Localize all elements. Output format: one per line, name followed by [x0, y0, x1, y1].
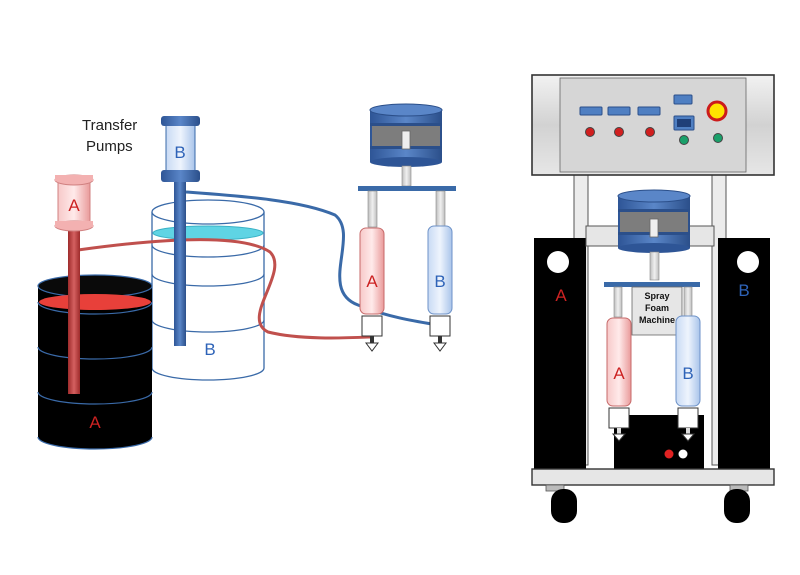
machine-label-line1: Spray: [644, 291, 669, 301]
hose-a: [77, 238, 371, 340]
transfer-pumps-label-line1: Transfer: [82, 117, 137, 134]
wheel-icon: [724, 489, 750, 523]
machine-cylinder-b-label: B: [682, 364, 693, 383]
indicator-light-icon: [645, 127, 655, 137]
switch-icon: [637, 106, 661, 116]
drum-b-label: B: [204, 340, 215, 359]
indicator-light-icon: [614, 127, 624, 137]
proportioner-unit: A B: [358, 103, 456, 352]
spray-foam-machine: A B S: [531, 74, 775, 523]
machine-label-line3: Machine: [639, 315, 675, 325]
pump-a-label: A: [68, 196, 80, 215]
transfer-pump-b: B: [161, 116, 200, 182]
pump-b-label: B: [174, 143, 185, 162]
indicator-light-icon: [664, 449, 674, 459]
indicator-light-icon: [678, 449, 688, 459]
machine-label-line2: Foam: [645, 303, 669, 313]
machine-side-b-label: B: [738, 281, 749, 300]
cylinder-a-label: A: [366, 272, 378, 291]
transfer-pump-a: A: [54, 174, 94, 232]
power-indicator-icon: [706, 100, 728, 122]
dip-tube-a: [68, 228, 80, 394]
indicator-light-icon: [585, 127, 595, 137]
machine-side-a-label: A: [555, 286, 567, 305]
drum-a: [37, 274, 153, 450]
switch-icon: [673, 94, 693, 105]
wheel-icon: [551, 489, 577, 523]
machine-cylinder-a-label: A: [613, 364, 625, 383]
switch-icon: [579, 106, 603, 116]
dip-tube-b: [174, 178, 186, 346]
switch-icon: [607, 106, 631, 116]
transfer-pumps-label-line2: Pumps: [86, 138, 133, 155]
cylinder-b-label: B: [434, 272, 445, 291]
indicator-light-icon: [679, 135, 689, 145]
drum-a-label: A: [89, 413, 101, 432]
indicator-light-icon: [713, 133, 723, 143]
hose-b: [185, 190, 439, 327]
